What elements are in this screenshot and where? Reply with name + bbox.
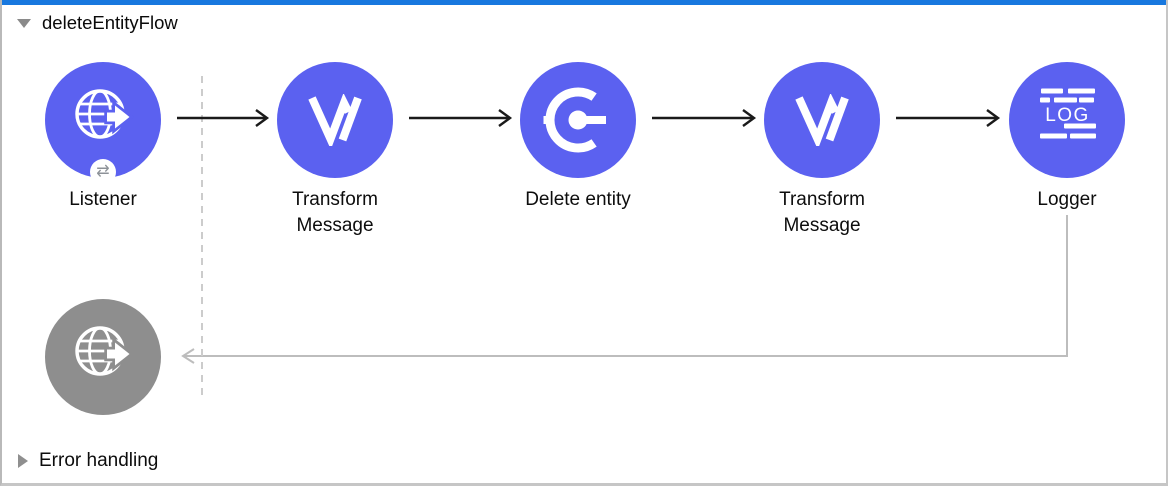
node-transform-message-2[interactable]: Transform Message [747, 62, 897, 239]
node-delete-entity[interactable]: Delete entity [503, 62, 653, 213]
error-handling-label: Error handling [39, 450, 159, 471]
arrowhead-icon [986, 109, 1001, 127]
flow-selection-highlight [2, 0, 1166, 5]
response-return-path [181, 215, 1068, 364]
return-arrowhead-icon [181, 348, 195, 364]
arrowhead-icon [255, 109, 270, 127]
node-label: Listener [69, 189, 137, 210]
node-label: Logger [1037, 189, 1097, 210]
node-label: Transform Message [779, 189, 865, 236]
error-handling-section[interactable]: Error handling [18, 450, 158, 472]
node-circle[interactable] [45, 299, 161, 415]
node-label: Transform Message [292, 189, 378, 236]
arrowhead-icon [742, 109, 757, 127]
http-response-globe-icon [75, 326, 134, 376]
node-circle[interactable] [520, 62, 636, 178]
dataweave-icon [795, 94, 849, 146]
collapse-flow-icon[interactable] [17, 18, 31, 28]
node-circle[interactable] [764, 62, 880, 178]
flow-title: deleteEntityFlow [42, 12, 178, 33]
dataweave-icon [308, 94, 362, 146]
node-listener[interactable]: ⇄ Listener [28, 62, 178, 213]
flow-header: deleteEntityFlow [17, 12, 178, 34]
http-listener-globe-icon [75, 89, 134, 139]
expand-error-handling-icon[interactable] [18, 454, 28, 468]
node-circle[interactable]: LOG [1009, 62, 1125, 178]
node-label: Delete entity [525, 189, 631, 210]
node-circle[interactable]: ⇄ [45, 62, 161, 185]
node-transform-message-1[interactable]: Transform Message [260, 62, 410, 239]
node-http-response[interactable] [28, 299, 178, 415]
flow-arrows [177, 109, 1001, 127]
message-source-badge-icon: ⇄ [90, 159, 116, 185]
logger-icon-text: LOG [1045, 105, 1090, 126]
node-circle[interactable] [277, 62, 393, 178]
logger-icon: LOG [1040, 88, 1096, 139]
node-logger[interactable]: LOG Logger [992, 62, 1142, 213]
connector-icon [543, 87, 606, 153]
arrowhead-icon [498, 109, 513, 127]
